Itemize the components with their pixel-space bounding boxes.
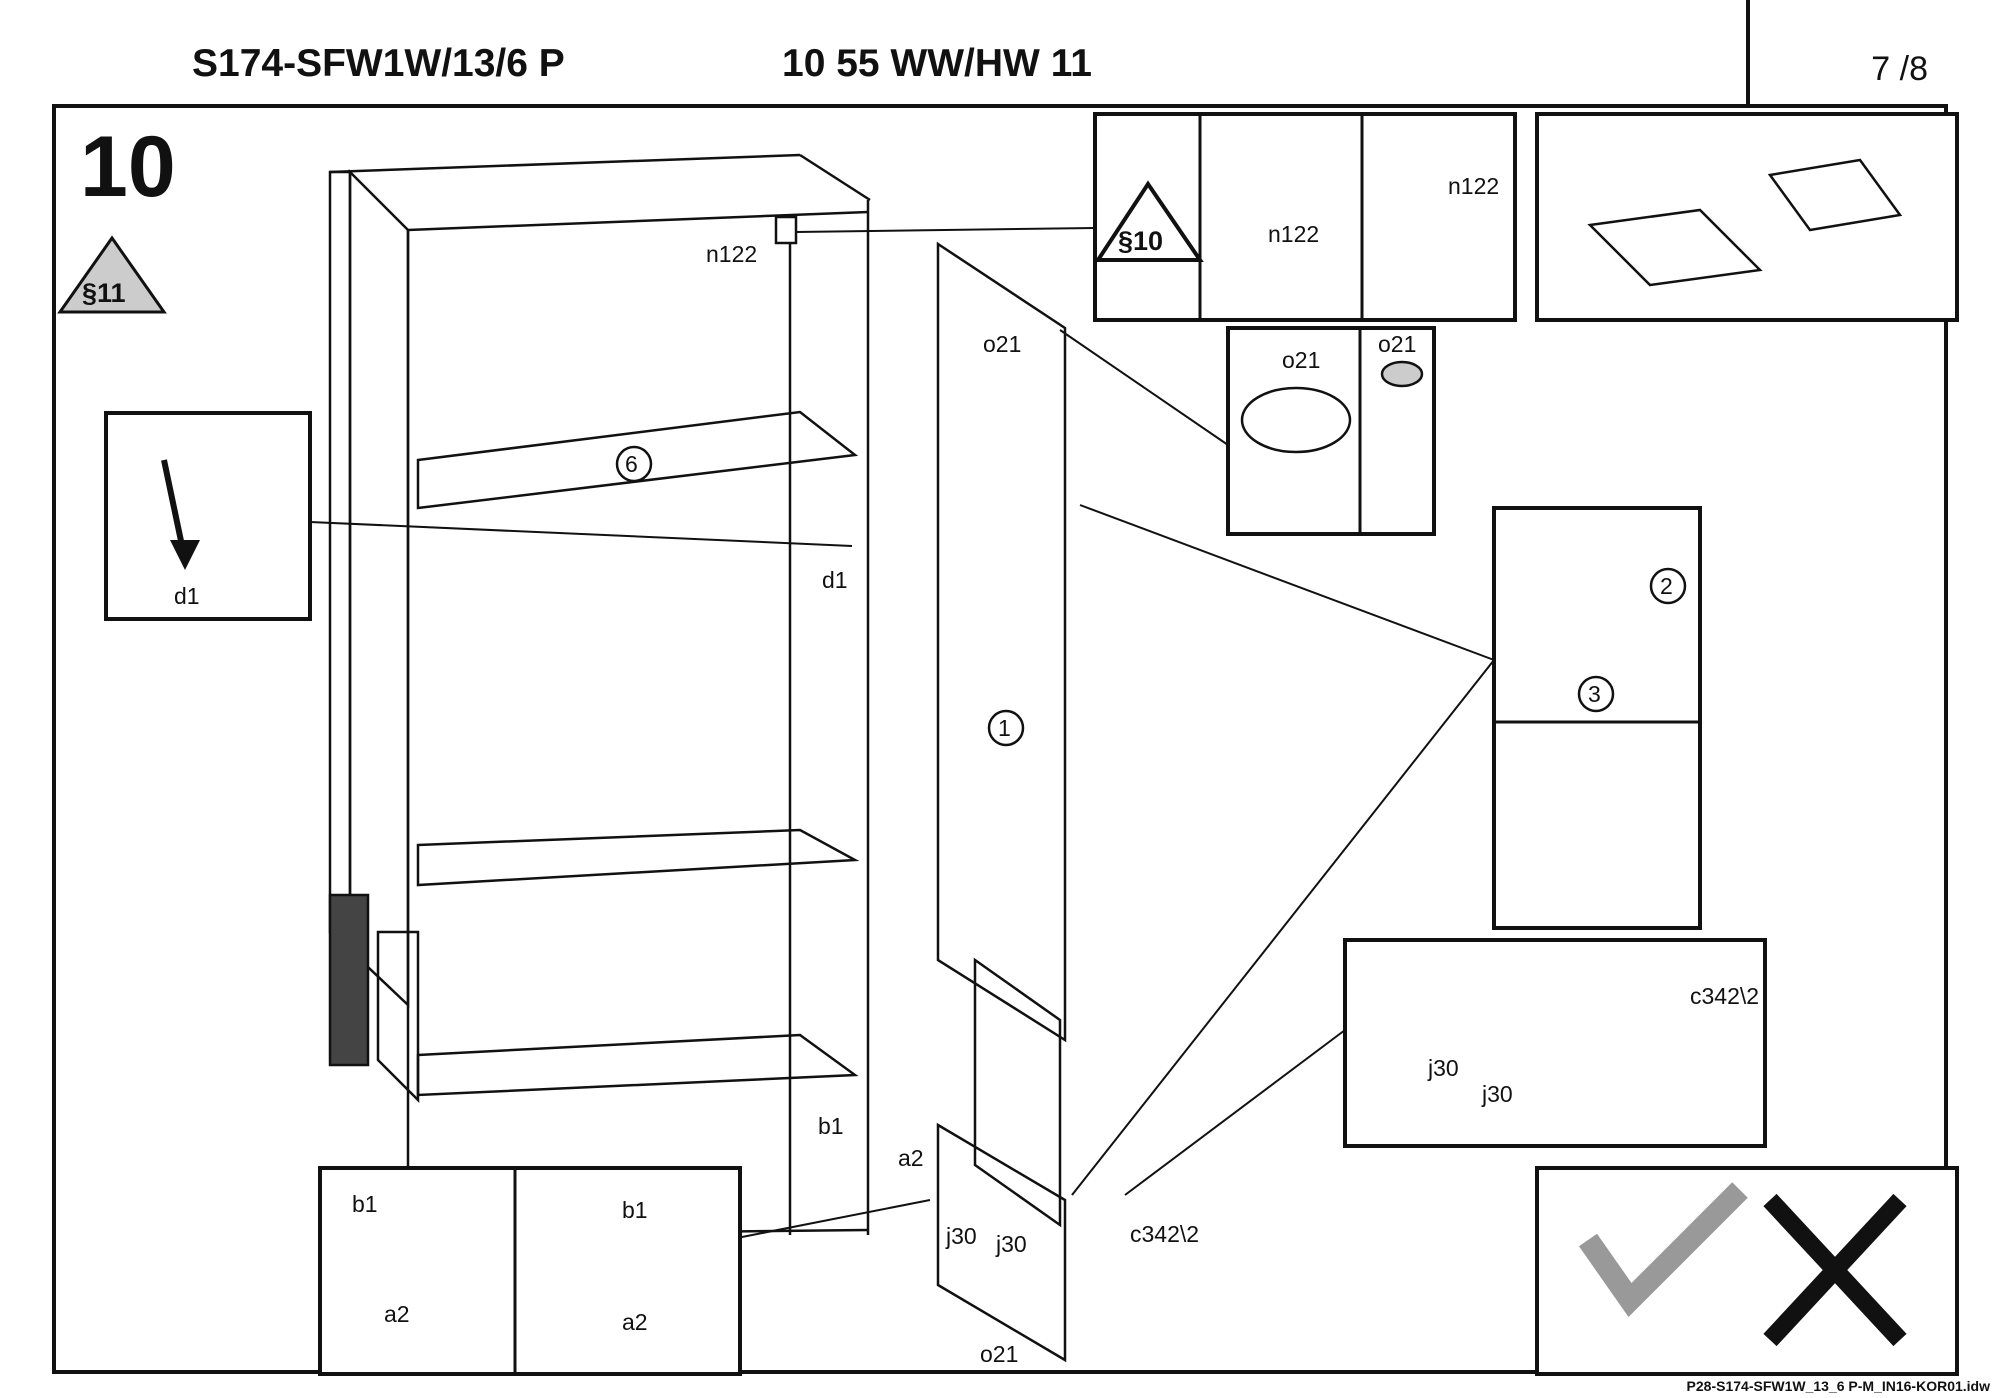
label-c342-door: c342\2 — [1130, 1221, 1199, 1247]
label-n122-inset-a: n122 — [1268, 221, 1319, 247]
warning-triangle-icon: §11 — [57, 235, 167, 314]
warning-triangle-icon — [1094, 180, 1204, 262]
inset-d1: d1 — [104, 411, 312, 621]
svg-text:6: 6 — [625, 451, 638, 477]
label-o21-inset-a: o21 — [1282, 347, 1320, 373]
shelf-6-marker: 6 — [615, 445, 653, 483]
label-o21-inset-b: o21 — [1378, 331, 1416, 357]
label-n122-cabinet: n122 — [706, 241, 757, 267]
label-d1-inset: d1 — [174, 583, 200, 609]
label-j30-a: j30 — [945, 1223, 977, 1249]
page-number: 7 /8 — [1871, 50, 1928, 88]
label-b1-inset-b: b1 — [622, 1197, 648, 1223]
label-j30-inset-b: j30 — [1481, 1081, 1513, 1107]
svg-text:2: 2 — [1660, 573, 1673, 599]
label-j30-inset-a: j30 — [1427, 1055, 1459, 1081]
warning-left-label: §11 — [82, 278, 126, 308]
cabinet-body — [328, 153, 871, 1237]
color-code: 10 55 WW/HW 11 — [782, 42, 1092, 85]
label-o21-bottom: o21 — [980, 1341, 1018, 1367]
label-o21-top: o21 — [983, 331, 1021, 357]
inset-handle: j30 j30 c342\2 — [1343, 938, 1767, 1148]
step-frame — [52, 104, 1948, 1374]
label-a2-inset-a: a2 — [384, 1301, 410, 1327]
file-reference: P28-S174-SFW1W_13_6 P-M_IN16-KOR01.idw — [1686, 1378, 1990, 1394]
inset-carrying — [1535, 1166, 1959, 1376]
svg-text:3: 3 — [1588, 681, 1601, 707]
step-number: 10 — [80, 119, 176, 215]
label-a2-door: a2 — [898, 1145, 924, 1171]
warning-right-label: §10 — [1118, 226, 1163, 256]
label-b1-inset-a: b1 — [352, 1191, 378, 1217]
inset-o21: o21 o21 — [1226, 326, 1436, 536]
label-c342-inset: c342\2 — [1690, 983, 1759, 1009]
inset-hinge-adjust: §10 n122 n122 — [1093, 112, 1517, 322]
label-a2-inset-b: a2 — [622, 1309, 648, 1335]
model-code: S174-SFW1W/13/6 P — [192, 42, 565, 85]
label-d1-cabinet: d1 — [822, 567, 848, 593]
label-b1-cabinet: b1 — [818, 1113, 844, 1139]
door-panel — [936, 241, 1067, 1363]
inset-floor-protection — [1535, 112, 1959, 322]
svg-text:1: 1 — [998, 715, 1011, 741]
film-step-markers: 2 3 — [1577, 567, 1687, 713]
inset-hinge-mounting: b1 b1 a2 a2 — [318, 1166, 742, 1376]
label-j30-b: j30 — [995, 1231, 1027, 1257]
label-n122-inset-b: n122 — [1448, 173, 1499, 199]
door-1-marker: 1 — [987, 709, 1025, 747]
header-divider — [1746, 0, 1750, 104]
